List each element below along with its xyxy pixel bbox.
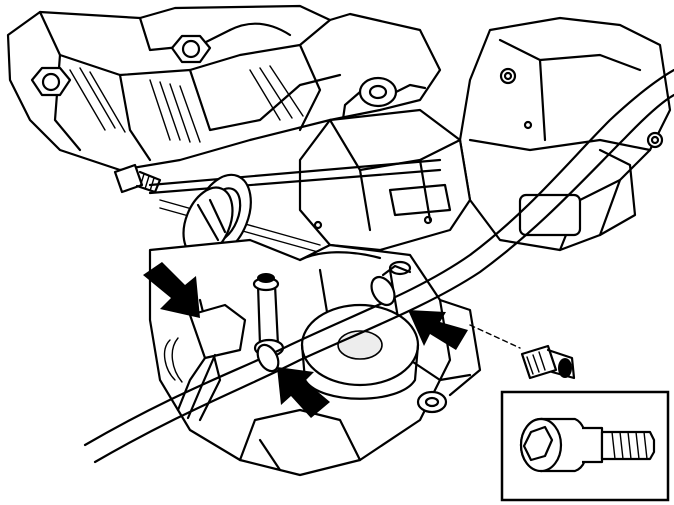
fitting-bottom-right	[416, 390, 448, 414]
inset-detail-box	[500, 390, 670, 502]
arrow-upper-left	[143, 262, 200, 318]
leader-line	[469, 324, 521, 349]
bolt-head-left	[30, 66, 72, 97]
inset-bolt	[519, 417, 656, 473]
bolt-head-top	[170, 34, 212, 64]
arrow-right	[408, 310, 468, 350]
wire-connector	[163, 303, 247, 420]
fitting-top-center	[338, 76, 427, 142]
arrow-lower-center	[277, 367, 330, 418]
small-bolt-left	[113, 163, 162, 194]
loose-bolt	[520, 344, 576, 380]
upper-right-housing	[458, 16, 672, 252]
central-frame	[298, 108, 472, 252]
cable-tube	[83, 68, 674, 464]
adjuster-wheel	[182, 173, 252, 258]
